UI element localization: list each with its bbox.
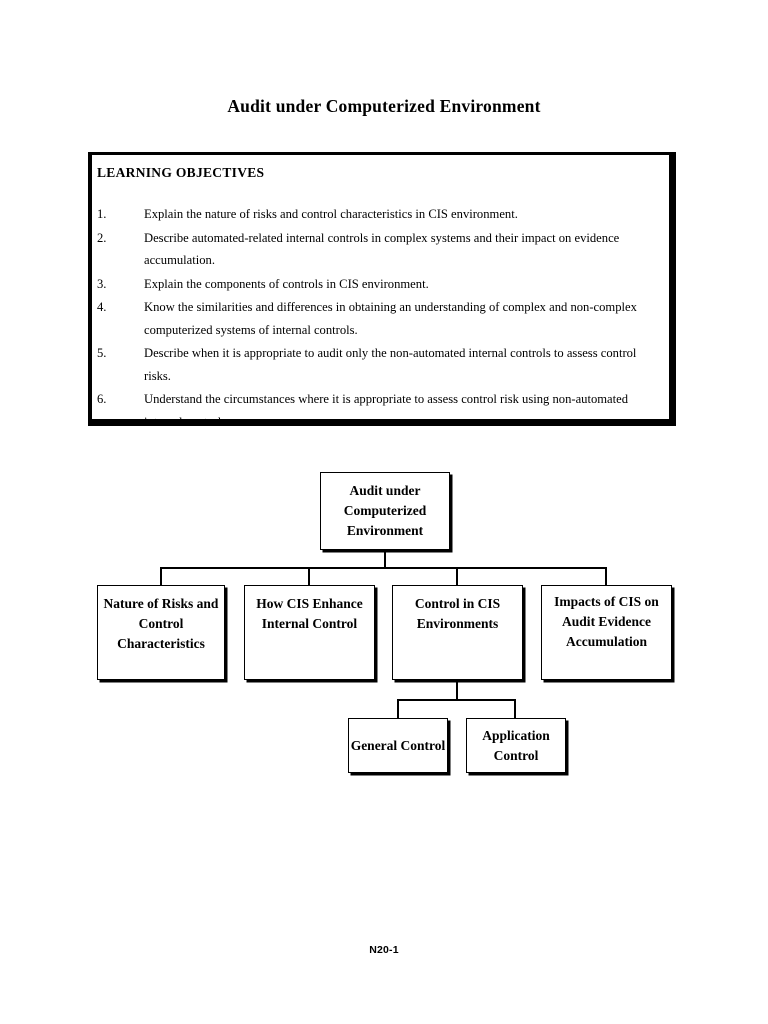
connector-level2-drop-0 bbox=[160, 567, 162, 585]
org-node-control-in-cis-environments: Control in CIS Environments bbox=[392, 585, 523, 680]
list-item-text: Understand the circumstances where it is… bbox=[144, 392, 629, 429]
page-footer: N20-1 bbox=[369, 944, 399, 956]
connector-level2-bus bbox=[160, 567, 607, 569]
list-item: 2. Describe automated-related internal c… bbox=[97, 227, 657, 272]
org-node-label: Control in CIS Environments bbox=[414, 596, 501, 631]
connector-level3-stem bbox=[456, 680, 458, 700]
list-item-number: 1. bbox=[97, 207, 107, 221]
org-node-impacts-of-cis-on-audit-evidence: Impacts of CIS on Audit Evidence Accumul… bbox=[541, 585, 672, 680]
list-item-number: 4. bbox=[97, 300, 107, 314]
list-item-number: 5. bbox=[97, 346, 107, 360]
learning-objectives-heading: LEARNING OBJECTIVES bbox=[97, 165, 265, 180]
connector-level3-bus bbox=[397, 699, 515, 701]
org-node-label: How CIS Enhance Internal Control bbox=[256, 596, 363, 631]
connector-level3-drop-1 bbox=[514, 699, 516, 718]
connector-level3-drop-0 bbox=[397, 699, 399, 718]
connector-root-stem bbox=[384, 550, 386, 568]
list-item-text: Know the similarities and differences in… bbox=[144, 300, 637, 337]
org-node-label: Impacts of CIS on Audit Evidence Accumul… bbox=[554, 594, 659, 649]
connector-level2-drop-3 bbox=[605, 567, 607, 585]
org-node-nature-of-risks: Nature of Risks and Control Characterist… bbox=[97, 585, 225, 680]
list-item-text: Explain the components of controls in CI… bbox=[144, 276, 429, 291]
list-item-text: Describe when it is appropriate to audit… bbox=[144, 346, 637, 383]
page-title: Audit under Computerized Environment bbox=[227, 96, 541, 116]
list-item: 4. Know the similarities and differences… bbox=[97, 296, 657, 341]
list-item-number: 2. bbox=[97, 230, 107, 245]
learning-objectives-box: LEARNING OBJECTIVES 1. Explain the natur… bbox=[88, 152, 676, 429]
list-item: 1. Explain the nature of risks and contr… bbox=[97, 203, 657, 226]
learning-objectives-inner: LEARNING OBJECTIVES 1. Explain the natur… bbox=[91, 154, 670, 429]
list-item-text: Explain the nature of risks and control … bbox=[144, 207, 518, 221]
list-item-number: 6. bbox=[97, 392, 107, 406]
list-item: 6. Understand the circumstances where it… bbox=[97, 388, 657, 433]
list-item: 5. Describe when it is appropriate to au… bbox=[97, 342, 657, 387]
org-node-label: Audit under Computerized Environment bbox=[343, 483, 427, 538]
org-node-root: Audit under Computerized Environment bbox=[320, 472, 450, 550]
org-node-label: General Control bbox=[350, 737, 446, 753]
list-item-text: Describe automated-related internal cont… bbox=[144, 230, 620, 268]
org-node-general-control: General Control bbox=[348, 718, 448, 773]
org-node-application-control: Application Control bbox=[466, 718, 566, 773]
connector-level2-drop-1 bbox=[308, 567, 310, 585]
list-item: 3. Explain the components of controls in… bbox=[97, 273, 657, 296]
list-item-number: 3. bbox=[97, 276, 107, 291]
org-node-label: Application Control bbox=[482, 727, 550, 763]
connector-level2-drop-2 bbox=[456, 567, 458, 585]
learning-objectives-list: 1. Explain the nature of risks and contr… bbox=[97, 203, 657, 433]
org-node-how-cis-enhance-internal-control: How CIS Enhance Internal Control bbox=[244, 585, 375, 680]
org-node-label: Nature of Risks and Control Characterist… bbox=[103, 596, 219, 651]
